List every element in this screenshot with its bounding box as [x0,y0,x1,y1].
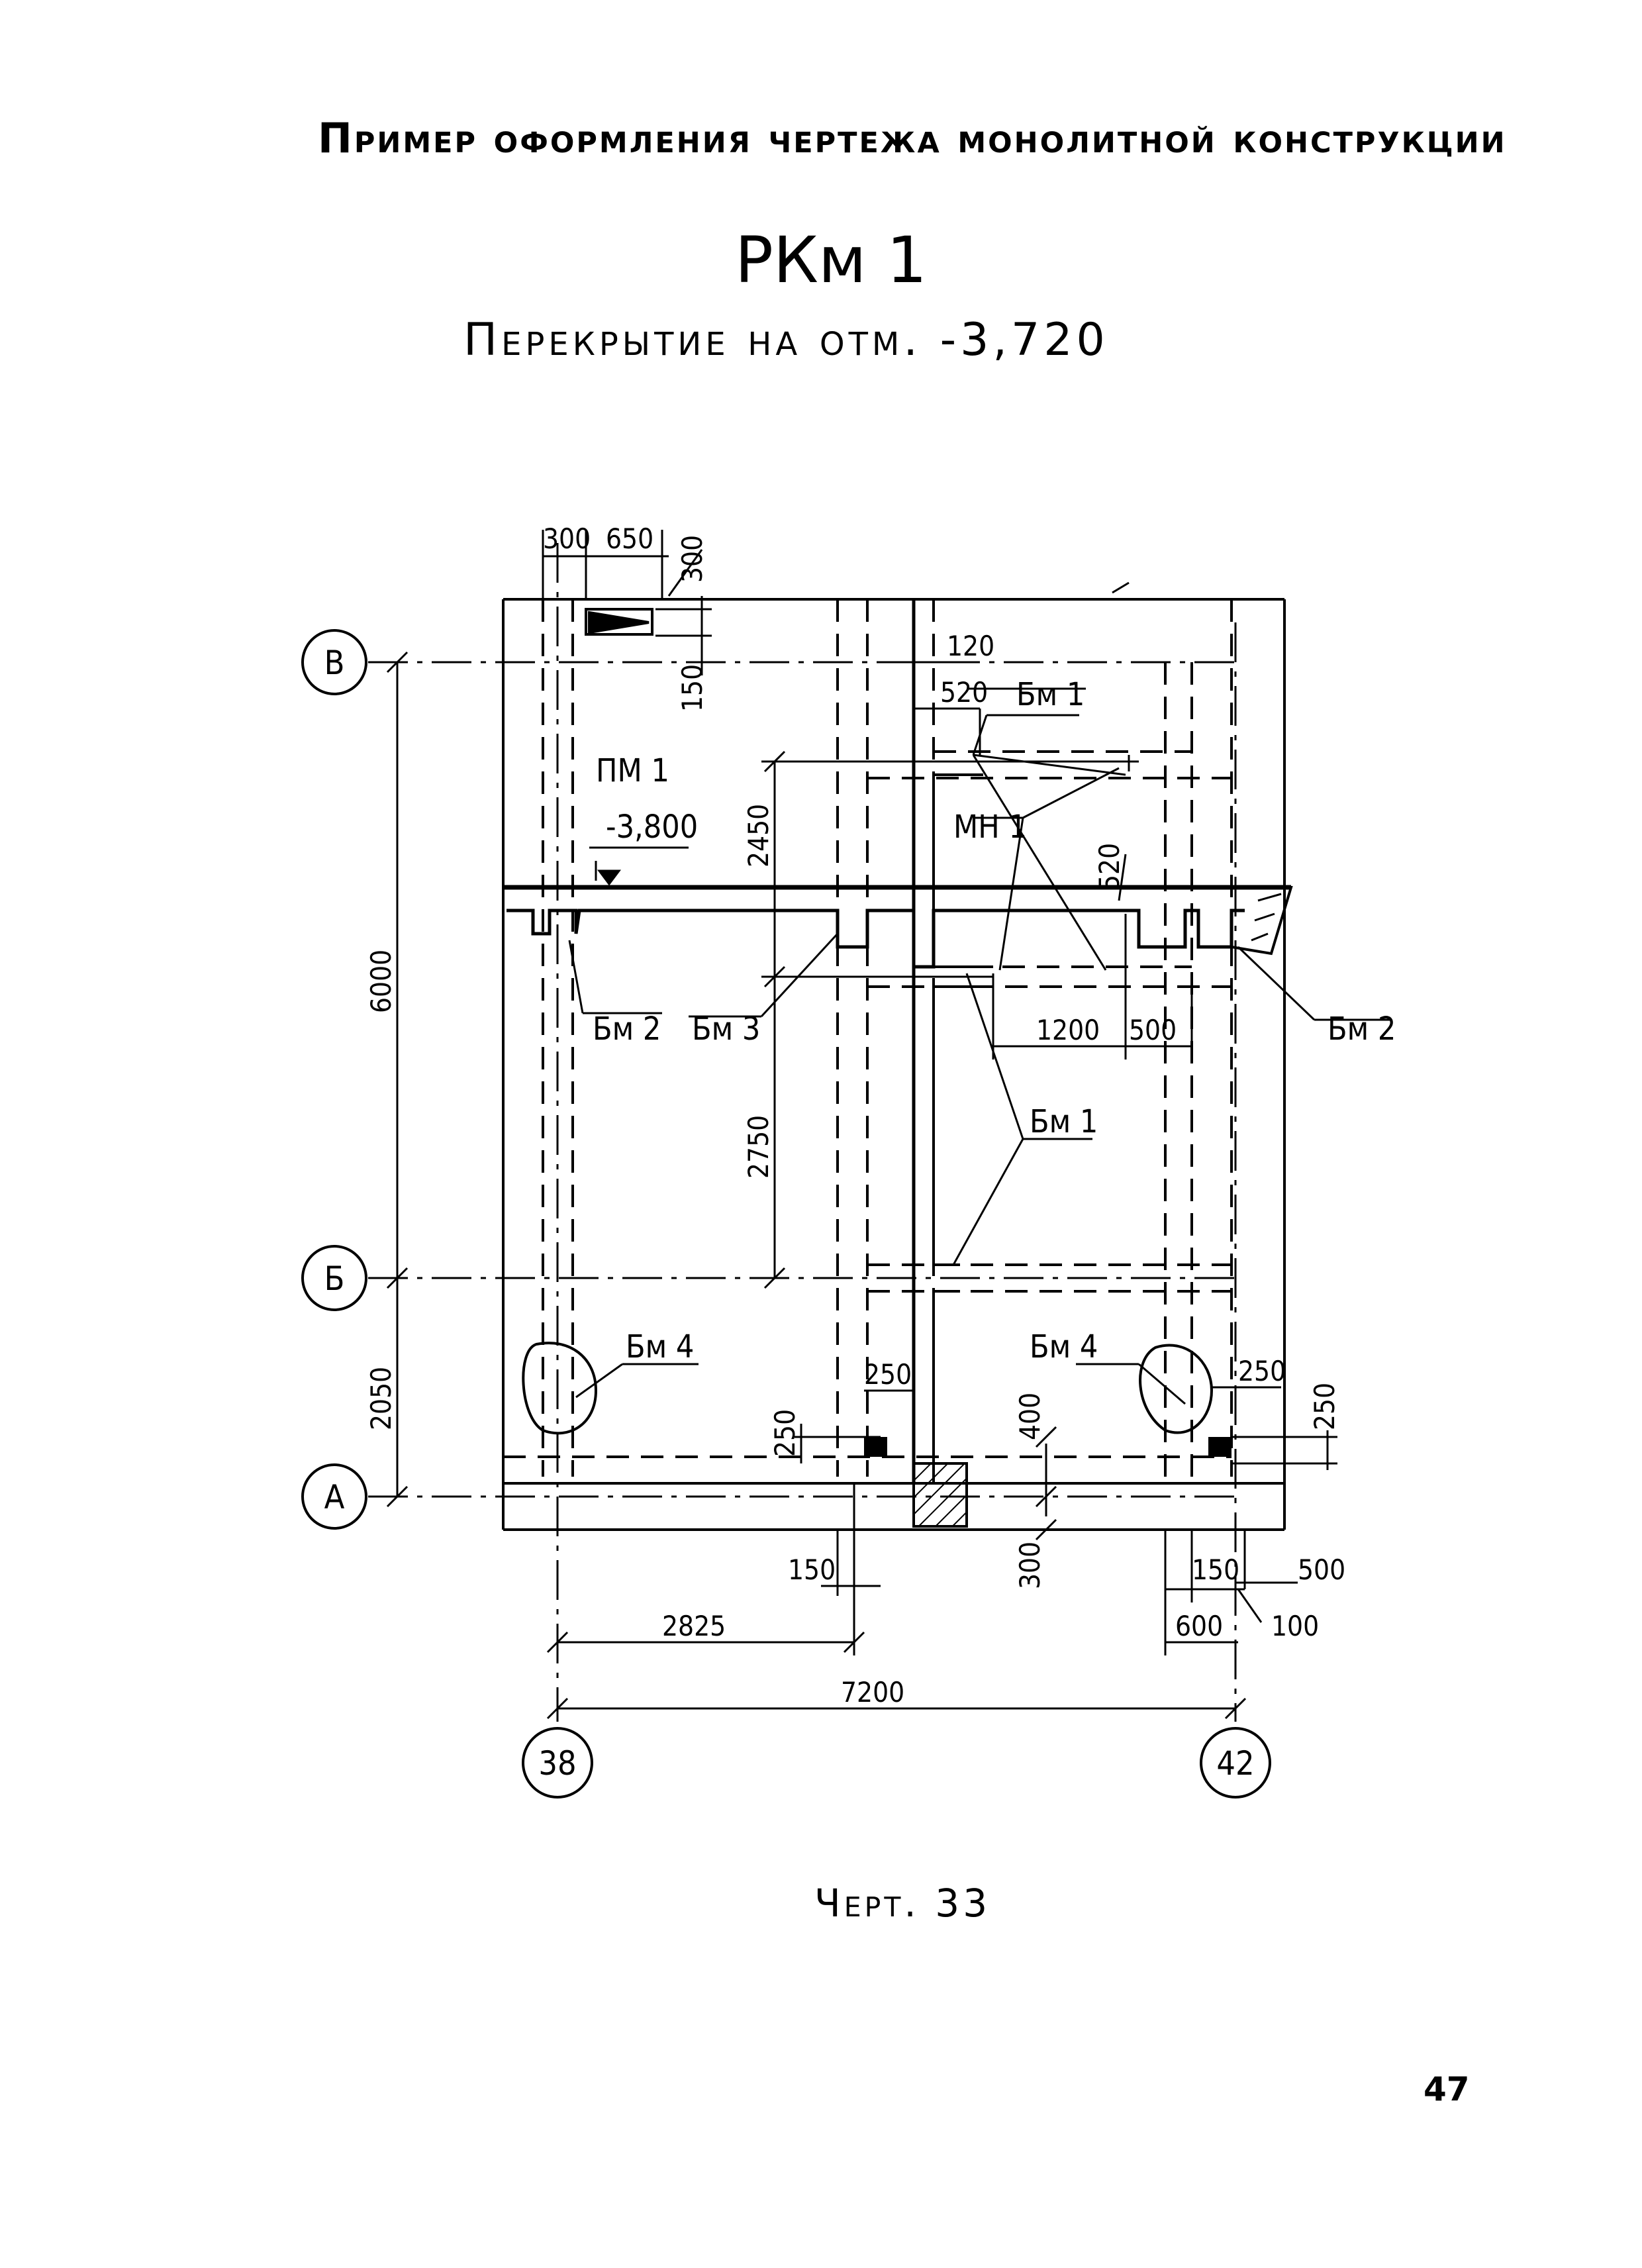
axis-bubbles [301,629,1271,1799]
axis-label-42: 42 [1216,1744,1254,1783]
dim-600: 600 [1175,1610,1223,1642]
label-bm1-mid: Бм 1 [1030,1103,1098,1140]
dim-100: 100 [1271,1610,1319,1642]
figure-caption: Черт. 33 [814,1881,991,1926]
axis-label-38: 38 [538,1744,576,1783]
label-mn1: МН 1 [953,809,1027,846]
leader-lines [568,714,1390,1405]
hatched-block [912,1462,968,1528]
dimension-lines [386,530,1337,1720]
element-labels: ПМ 1 -3,800 Бм 1 МН 1 Бм 2 Бм 3 Бм 2 Бм … [593,676,1396,1365]
label-bm2-left: Бм 2 [593,1011,661,1048]
axis-label-a: А [324,1478,345,1516]
axis-lines [368,543,1238,1722]
sheet-code: РКм 1 [735,223,928,297]
dim-1200: 1200 [1036,1014,1100,1046]
slab-contour [502,581,1286,1531]
page-title: Пример оформления чертежа монолитной кон… [318,114,1507,162]
dim-400: 400 [1014,1393,1046,1440]
label-bm1-top: Бм 1 [1016,676,1085,713]
axis-bubble-b [301,1245,367,1311]
dimension-labels: 300 650 300 150 120 520 2450 520 1200 50… [365,522,1345,1708]
dim-300-vert: 300 [676,535,708,583]
dim-2450: 2450 [742,804,775,867]
openings [522,1342,1214,1435]
dim-120: 120 [947,630,994,662]
label-pm1: ПМ 1 [596,752,669,789]
axis-bubble-38 [522,1727,593,1799]
dim-250-d: 250 [1308,1383,1341,1430]
page-number: 47 [1424,2070,1470,2108]
dim-150-left: 150 [788,1553,836,1586]
dim-2050: 2050 [365,1367,397,1430]
drawing-subtitle: Перекрытие на отм. -3,720 [463,314,1109,366]
label-bm4-right: Бм 4 [1030,1328,1098,1365]
axis-label-b: Б [324,1259,345,1298]
axis-bubble-v [301,629,367,695]
label-bm4-left: Бм 4 [626,1328,694,1365]
dim-650: 650 [606,522,653,555]
dim-7200: 7200 [841,1676,904,1708]
axis-bubble-42 [1200,1727,1271,1799]
dim-150-right: 150 [1192,1553,1239,1586]
dim-520-top: 520 [940,676,988,709]
dim-520-vert: 520 [1093,843,1126,891]
dim-6000: 6000 [365,950,397,1013]
dim-250-a: 250 [769,1409,801,1457]
axis-labels: В Б А 38 42 [324,644,1255,1783]
top-detail [585,608,653,636]
beam-bm1-outline [912,599,993,1483]
dim-250-b: 250 [864,1358,912,1391]
main-beam [503,885,1293,969]
dim-500-mid: 500 [1129,1014,1177,1046]
dim-300-bottom: 300 [1014,1542,1046,1589]
dim-500-right: 500 [1298,1553,1345,1586]
dim-2750: 2750 [742,1115,775,1179]
label-bm3: Бм 3 [692,1011,760,1048]
dim-250-c: 250 [1238,1355,1286,1387]
dim-300-top: 300 [543,522,591,555]
label-bm2-right: Бм 2 [1328,1011,1396,1048]
axis-bubble-a [301,1463,367,1530]
dim-150-vert: 150 [676,664,708,712]
label-level: -3,800 [606,809,698,846]
axis-label-v: В [324,644,345,682]
corner-marks [864,1437,1232,1457]
dim-2825: 2825 [662,1610,726,1642]
